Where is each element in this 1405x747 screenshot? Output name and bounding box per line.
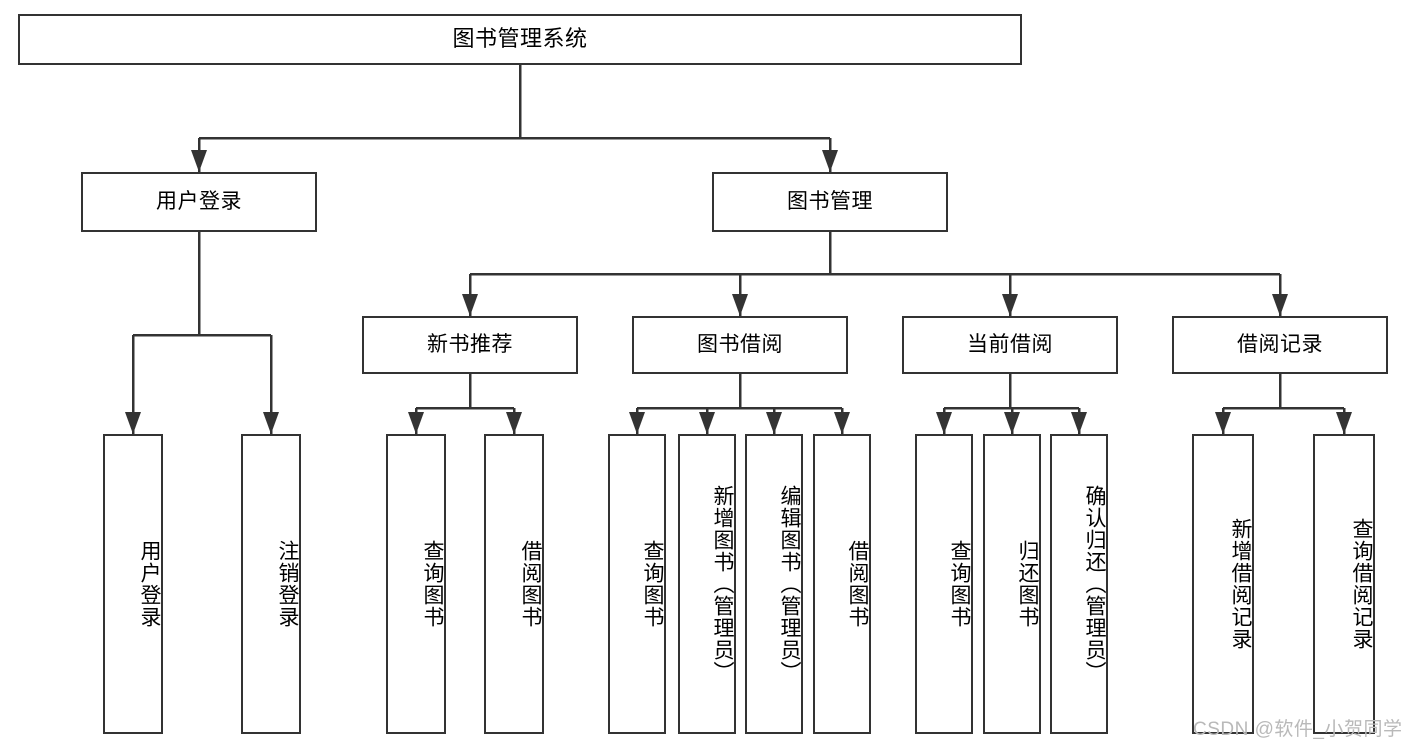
- arrowhead: [936, 412, 952, 434]
- node-label: 新增借阅记录: [1229, 518, 1252, 650]
- node-label: 图书借阅: [697, 333, 783, 357]
- arrowhead: [1004, 412, 1020, 434]
- arrowhead: [732, 294, 748, 316]
- node-l-nb-query[interactable]: 查询图书: [386, 434, 446, 734]
- arrowhead: [263, 412, 279, 434]
- node-current[interactable]: 当前借阅: [902, 316, 1118, 374]
- node-label: 借阅图书: [846, 540, 869, 628]
- node-records[interactable]: 借阅记录: [1172, 316, 1388, 374]
- node-label: 用户登录: [138, 540, 161, 628]
- node-label: 图书管理: [787, 190, 873, 214]
- node-l-cu-query[interactable]: 查询图书: [915, 434, 973, 734]
- arrowhead: [191, 150, 207, 172]
- node-l-login[interactable]: 用户登录: [103, 434, 163, 734]
- node-label: 借阅图书: [519, 540, 542, 628]
- node-label: 查询图书: [421, 540, 444, 628]
- node-label: 当前借阅: [967, 333, 1053, 357]
- node-label: 注销登录: [276, 540, 299, 628]
- arrowhead: [125, 412, 141, 434]
- node-label: 查询借阅记录: [1350, 518, 1373, 650]
- node-label: 查询图书: [948, 540, 971, 628]
- node-l-cu-confirm[interactable]: 确认归还（管理员）: [1050, 434, 1108, 734]
- node-borrow[interactable]: 图书借阅: [632, 316, 848, 374]
- node-label: 新书推荐: [427, 333, 513, 357]
- node-l-bw-edit[interactable]: 编辑图书（管理员）: [745, 434, 803, 734]
- arrowhead: [1002, 294, 1018, 316]
- node-label: 归还图书: [1016, 540, 1039, 628]
- arrowhead: [1215, 412, 1231, 434]
- node-l-logout[interactable]: 注销登录: [241, 434, 301, 734]
- node-root[interactable]: 图书管理系统: [18, 14, 1022, 65]
- arrowhead: [766, 412, 782, 434]
- arrowhead: [1071, 412, 1087, 434]
- node-label: 图书管理系统: [452, 26, 588, 52]
- arrowhead: [1272, 294, 1288, 316]
- arrowhead: [699, 412, 715, 434]
- arrowhead: [629, 412, 645, 434]
- arrowhead: [408, 412, 424, 434]
- node-label: 新增图书（管理员）: [711, 485, 734, 683]
- node-bookmgmt[interactable]: 图书管理: [712, 172, 948, 232]
- arrowhead: [506, 412, 522, 434]
- node-label: 用户登录: [156, 190, 242, 214]
- node-newbook[interactable]: 新书推荐: [362, 316, 578, 374]
- node-login[interactable]: 用户登录: [81, 172, 317, 232]
- csdn-watermark: CSDN @软件_小贺同学: [1193, 719, 1403, 740]
- node-l-bw-lend[interactable]: 借阅图书: [813, 434, 871, 734]
- node-l-bw-add[interactable]: 新增图书（管理员）: [678, 434, 736, 734]
- arrowhead: [462, 294, 478, 316]
- arrowhead: [822, 150, 838, 172]
- arrowhead: [1336, 412, 1352, 434]
- node-label: 确认归还（管理员）: [1083, 485, 1106, 683]
- node-l-rc-add[interactable]: 新增借阅记录: [1192, 434, 1254, 734]
- node-l-rc-query[interactable]: 查询借阅记录: [1313, 434, 1375, 734]
- node-l-bw-query[interactable]: 查询图书: [608, 434, 666, 734]
- node-label: 借阅记录: [1237, 333, 1323, 357]
- node-label: 查询图书: [641, 540, 664, 628]
- arrowhead: [834, 412, 850, 434]
- node-label: 编辑图书（管理员）: [778, 485, 801, 683]
- node-l-cu-return[interactable]: 归还图书: [983, 434, 1041, 734]
- node-l-nb-borrow[interactable]: 借阅图书: [484, 434, 544, 734]
